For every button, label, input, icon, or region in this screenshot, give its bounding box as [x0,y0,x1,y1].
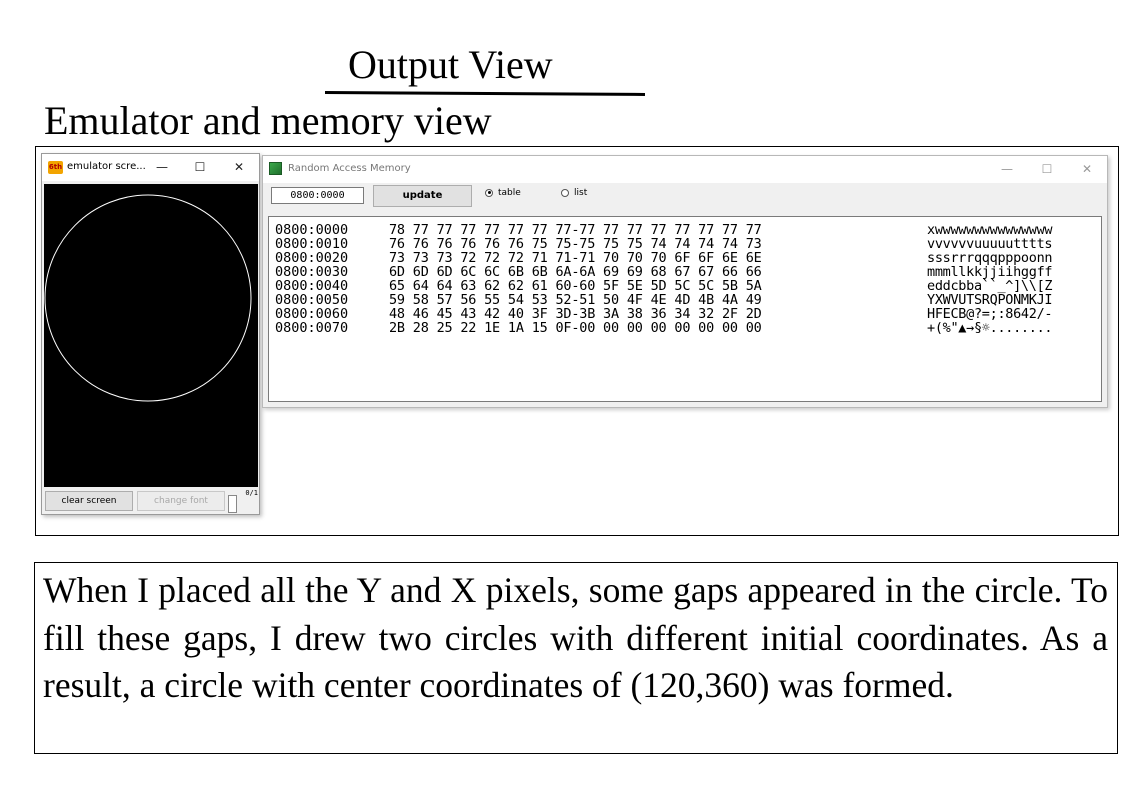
change-font-button[interactable]: change font [137,491,225,511]
row-hex: 78 77 77 77 77 77 77 77-77 77 77 77 77 7… [389,222,762,238]
row-address: 0800:0000 [275,222,349,238]
emulator-window-title: emulator scre... [67,161,146,172]
row-hex: 48 46 45 43 42 40 3F 3D-3B 3A 38 36 34 3… [389,306,762,322]
memory-panel: 0800:0000 78 77 77 77 77 77 77 77-77 77 7… [268,216,1102,402]
row-ascii: mmmllkkjjiihggff [927,264,1053,280]
ram-window: Random Access Memory — ☐ ✕ 0800:0000 upd… [262,155,1108,408]
row-address: 0800:0020 [275,250,349,266]
row-address: 0800:0060 [275,306,349,322]
radio-table-label: table [498,188,521,198]
slider-thumb[interactable] [228,495,237,513]
radio-list-label: list [574,188,588,198]
row-address: 0800:0040 [275,278,349,294]
radio-table[interactable]: table [485,187,521,201]
row-hex: 73 73 73 72 72 72 71 71-71 70 70 70 6F 6… [389,250,762,266]
row-ascii: HFECB@?=;:8642/- [927,306,1053,322]
emulator-window: 6th emulator scre... — ☐ ✕ clear screen … [41,153,260,515]
app-icon: 6th [48,161,63,174]
row-ascii: vvvvvvuuuuutttts [927,236,1053,252]
minimize-icon[interactable]: — [1001,162,1013,176]
row-hex: 59 58 57 56 55 54 53 52-51 50 4F 4E 4D 4… [389,292,762,308]
emulator-titlebar: 6th emulator scre... — ☐ ✕ [42,154,259,181]
row-address: 0800:0010 [275,236,349,252]
emulator-screen[interactable] [44,184,258,487]
radio-list[interactable]: list [561,187,587,201]
radio-table-dot[interactable] [485,188,493,197]
caption-box: When I placed all the Y and X pixels, so… [34,562,1118,754]
row-address: 0800:0030 [275,264,349,280]
ram-window-title: Random Access Memory [288,163,411,174]
clear-screen-button[interactable]: clear screen [45,491,133,511]
row-address: 0800:0070 [275,320,349,336]
row-hex: 76 76 76 76 76 76 75 75-75 75 75 74 74 7… [389,236,762,252]
ram-titlebar: Random Access Memory — ☐ ✕ [263,156,1107,183]
close-icon[interactable]: ✕ [233,160,245,174]
emulator-canvas [44,194,252,402]
row-hex: 65 64 64 63 62 62 61 60-60 5F 5E 5D 5C 5… [389,278,762,294]
slider-label: 0/1 [245,489,258,497]
radio-list-dot[interactable] [561,188,569,197]
title-underline [324,91,646,96]
update-button[interactable]: update [373,185,472,207]
row-ascii: sssrrrqqqpppoonn [927,250,1053,266]
font-slider[interactable]: 0/1 [226,489,259,513]
maximize-icon[interactable]: ☐ [194,160,206,174]
row-ascii: +(%"▲→§☼........ [927,320,1053,336]
address-input[interactable]: 0800:0000 [271,187,364,204]
row-ascii: eddcbba``_^]\\[Z [927,278,1053,294]
caption-text: When I placed all the Y and X pixels, so… [43,570,1108,705]
row-hex: 2B 28 25 22 1E 1A 15 0F-00 00 00 00 00 0… [389,320,762,336]
page-title: Output View [348,42,553,87]
minimize-icon[interactable]: — [156,160,168,174]
row-ascii: YXWVUTSRQPONMKJI [927,292,1053,308]
ram-app-icon [269,162,282,175]
row-ascii: xwwwwwwwwwwwwwww [927,222,1053,238]
maximize-icon[interactable]: ☐ [1041,162,1053,176]
row-hex: 6D 6D 6D 6C 6C 6B 6B 6A-6A 69 69 68 67 6… [389,264,762,280]
row-address: 0800:0050 [275,292,349,308]
close-icon[interactable]: ✕ [1081,162,1093,176]
section-subtitle: Emulator and memory view [44,98,492,143]
drawn-circle [44,194,252,402]
